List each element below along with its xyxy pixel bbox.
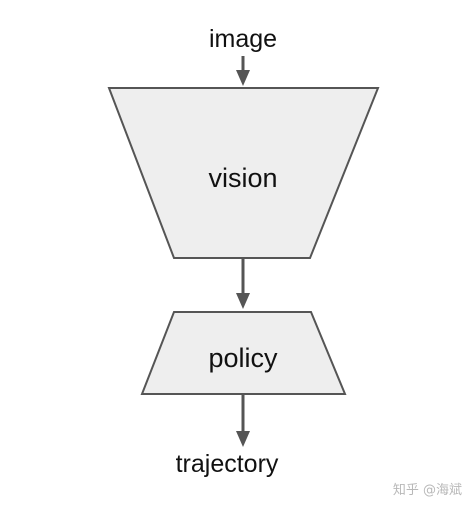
watermark-text: 知乎 @海斌 bbox=[393, 482, 462, 498]
arrow-policy-to-trajectory bbox=[236, 395, 250, 447]
arrow-vision-to-policy bbox=[236, 259, 250, 309]
policy-block bbox=[140, 311, 347, 395]
policy-label: policy bbox=[208, 343, 278, 373]
vision-label: vision bbox=[208, 163, 277, 193]
input-label: image bbox=[209, 25, 277, 53]
output-label: trajectory bbox=[176, 450, 279, 478]
arrow-input-to-vision bbox=[236, 56, 250, 86]
vision-block bbox=[107, 87, 380, 259]
